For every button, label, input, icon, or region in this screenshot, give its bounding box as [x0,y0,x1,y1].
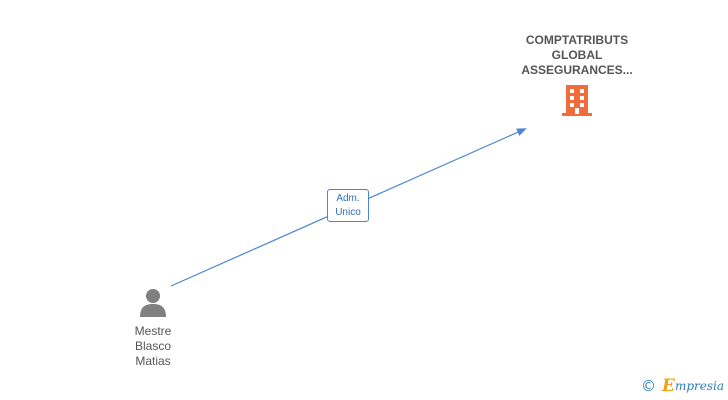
company-name-line: GLOBAL [551,48,603,62]
company-name-line: COMPTATRIBUTS [525,33,629,47]
brand-logo-initial: E [661,376,675,396]
person-name-line: Matias [135,354,171,368]
company-name-line: ASSEGURANCES... [521,63,633,77]
person-name-line: Mestre [134,324,172,338]
building-icon [562,85,592,116]
person-node[interactable]: Mestre Blasco Matias [118,287,188,369]
company-node[interactable]: COMPTATRIBUTS GLOBAL ASSEGURANCES... [506,33,648,117]
brand-logo-text: mpresia [674,379,724,393]
edge-label-line: Unico [335,207,361,218]
person-name-line: Blasco [134,339,172,353]
edge-label-line: Adm. [336,193,360,204]
person-icon [140,289,166,317]
copyright-icon: © [640,377,656,395]
company-name[interactable]: COMPTATRIBUTS GLOBAL ASSEGURANCES... [506,33,648,78]
person-name[interactable]: Mestre Blasco Matias [118,324,188,369]
edge-label[interactable]: Adm. Unico [327,189,369,222]
brand-footer: © E mpresia [641,376,724,396]
